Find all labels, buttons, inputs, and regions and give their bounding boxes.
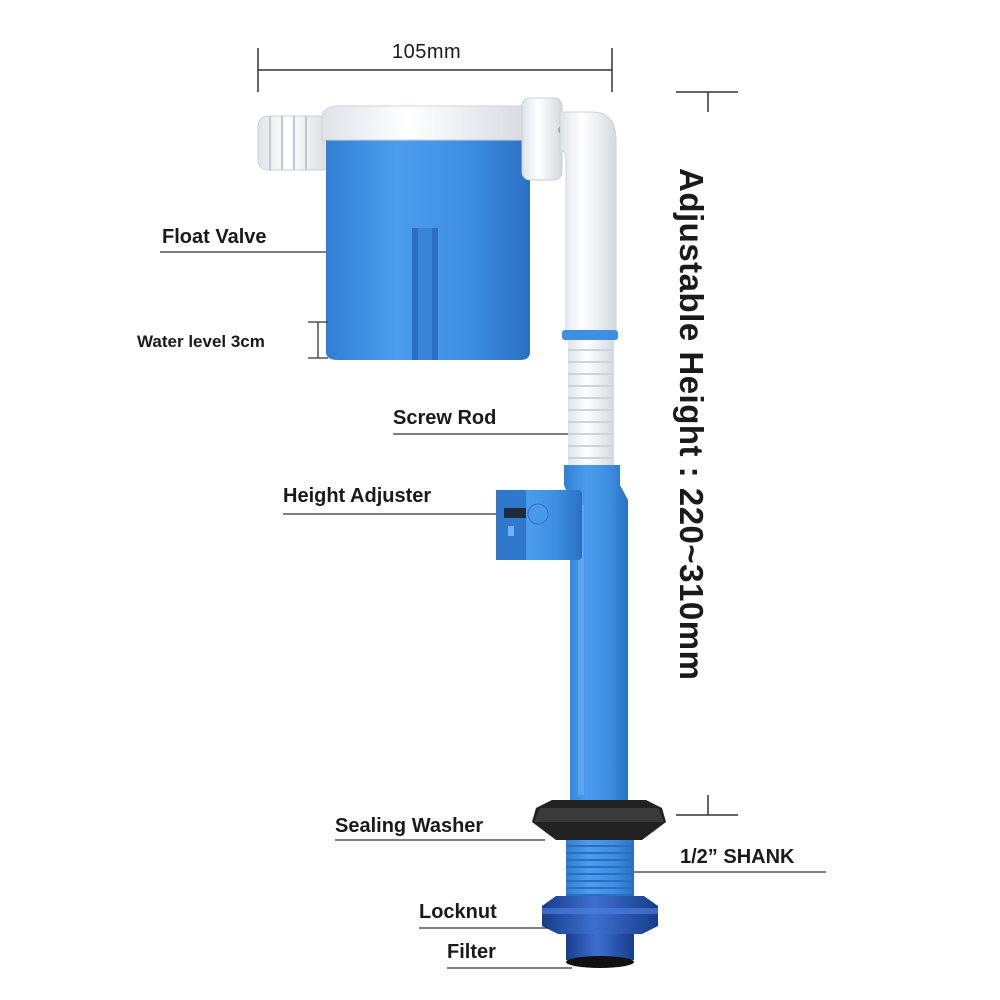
locknut-label: Locknut — [419, 901, 497, 923]
screw-rod-label: Screw Rod — [393, 407, 497, 429]
height-adjuster-label: Height Adjuster — [283, 485, 432, 507]
height-dimension-line — [676, 91, 738, 816]
filter-label: Filter — [447, 941, 496, 963]
water-level-label: Water level 3cm — [137, 332, 265, 351]
shank-label: 1/2” SHANK — [680, 846, 795, 868]
width-dimension-line — [257, 48, 613, 92]
threaded-shank — [566, 840, 634, 902]
height-adjuster — [496, 490, 582, 560]
screw-rod — [568, 340, 614, 465]
width-dimension-label: 105mm — [392, 41, 462, 63]
sealing-washer-label: Sealing Washer — [335, 815, 484, 837]
filter — [566, 934, 634, 968]
adjustable-height-label: Adjustable Height : 220~310mm — [673, 168, 710, 681]
float-valve — [257, 97, 572, 360]
leader-lines — [160, 251, 826, 969]
float-valve-label: Float Valve — [162, 226, 267, 248]
locknut — [542, 896, 658, 934]
sealing-washer — [532, 800, 666, 840]
riser-elbow — [559, 111, 618, 341]
